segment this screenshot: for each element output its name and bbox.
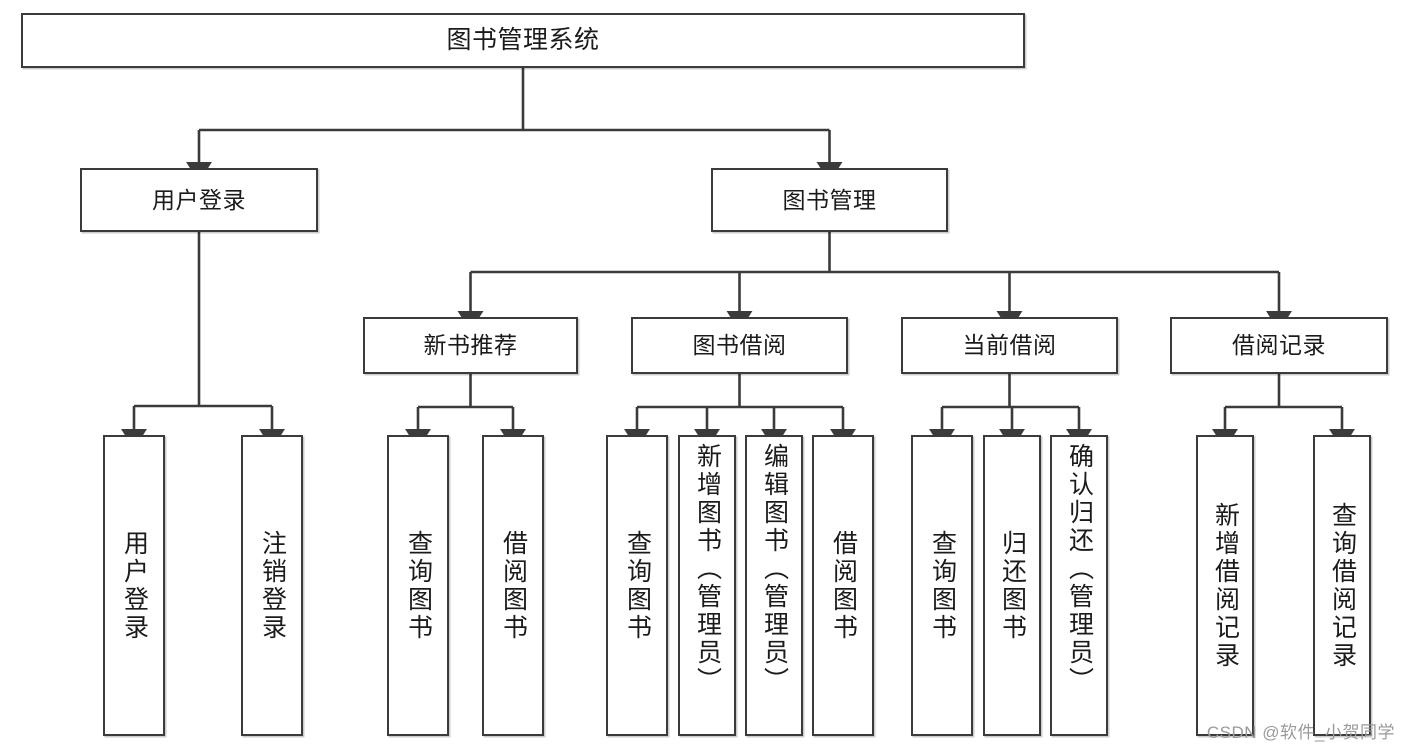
- node-current-borrow[interactable]: 当前借阅: [901, 317, 1118, 374]
- node-label-leaf-confirm-return: 确认归还（管理员）: [1065, 443, 1094, 695]
- node-label-leaf-user-login: 用户登录: [120, 529, 149, 642]
- node-label-leaf-add-record: 新增借阅记录: [1211, 501, 1240, 670]
- node-label-leaf-query-record: 查询借阅记录: [1328, 501, 1357, 670]
- node-label-book-borrow: 图书借阅: [692, 332, 787, 359]
- node-label-leaf-borrow-book-1: 借阅图书: [499, 529, 528, 642]
- node-leaf-logout[interactable]: 注销登录: [241, 435, 303, 736]
- node-label-leaf-query-book-2: 查询图书: [623, 529, 652, 642]
- node-borrow-record[interactable]: 借阅记录: [1170, 317, 1388, 374]
- node-leaf-add-book[interactable]: 新增图书（管理员）: [678, 435, 736, 736]
- node-label-new-book-recommend: 新书推荐: [423, 332, 518, 359]
- node-leaf-edit-book[interactable]: 编辑图书（管理员）: [745, 435, 803, 736]
- node-leaf-query-record[interactable]: 查询借阅记录: [1313, 435, 1371, 736]
- node-book-borrow[interactable]: 图书借阅: [631, 317, 848, 374]
- node-new-book-recommend[interactable]: 新书推荐: [363, 317, 578, 374]
- node-leaf-return-book[interactable]: 归还图书: [983, 435, 1041, 736]
- node-leaf-borrow-book-2[interactable]: 借阅图书: [812, 435, 874, 736]
- node-label-leaf-query-book-1: 查询图书: [404, 529, 433, 642]
- node-leaf-query-book-1[interactable]: 查询图书: [387, 435, 449, 736]
- node-label-leaf-logout: 注销登录: [258, 529, 287, 642]
- node-user-login[interactable]: 用户登录: [80, 168, 318, 232]
- node-label-leaf-return-book: 归还图书: [998, 529, 1027, 642]
- node-label-book-manage: 图书管理: [782, 186, 877, 213]
- node-leaf-query-book-2[interactable]: 查询图书: [606, 435, 668, 736]
- node-leaf-user-login[interactable]: 用户登录: [103, 435, 165, 736]
- node-leaf-borrow-book-1[interactable]: 借阅图书: [482, 435, 544, 736]
- node-label-leaf-borrow-book-2: 借阅图书: [829, 529, 858, 642]
- node-label-leaf-edit-book: 编辑图书（管理员）: [760, 443, 789, 695]
- node-label-root: 图书管理系统: [446, 26, 600, 55]
- node-label-leaf-query-book-3: 查询图书: [928, 529, 957, 642]
- node-root[interactable]: 图书管理系统: [21, 13, 1025, 68]
- node-label-current-borrow: 当前借阅: [962, 332, 1057, 359]
- node-label-borrow-record: 借阅记录: [1232, 332, 1326, 359]
- node-leaf-add-record[interactable]: 新增借阅记录: [1196, 435, 1254, 736]
- node-leaf-confirm-return[interactable]: 确认归还（管理员）: [1050, 435, 1108, 736]
- node-leaf-query-book-3[interactable]: 查询图书: [911, 435, 973, 736]
- node-label-user-login: 用户登录: [152, 186, 246, 213]
- node-book-manage[interactable]: 图书管理: [711, 168, 948, 232]
- node-label-leaf-add-book: 新增图书（管理员）: [693, 443, 722, 695]
